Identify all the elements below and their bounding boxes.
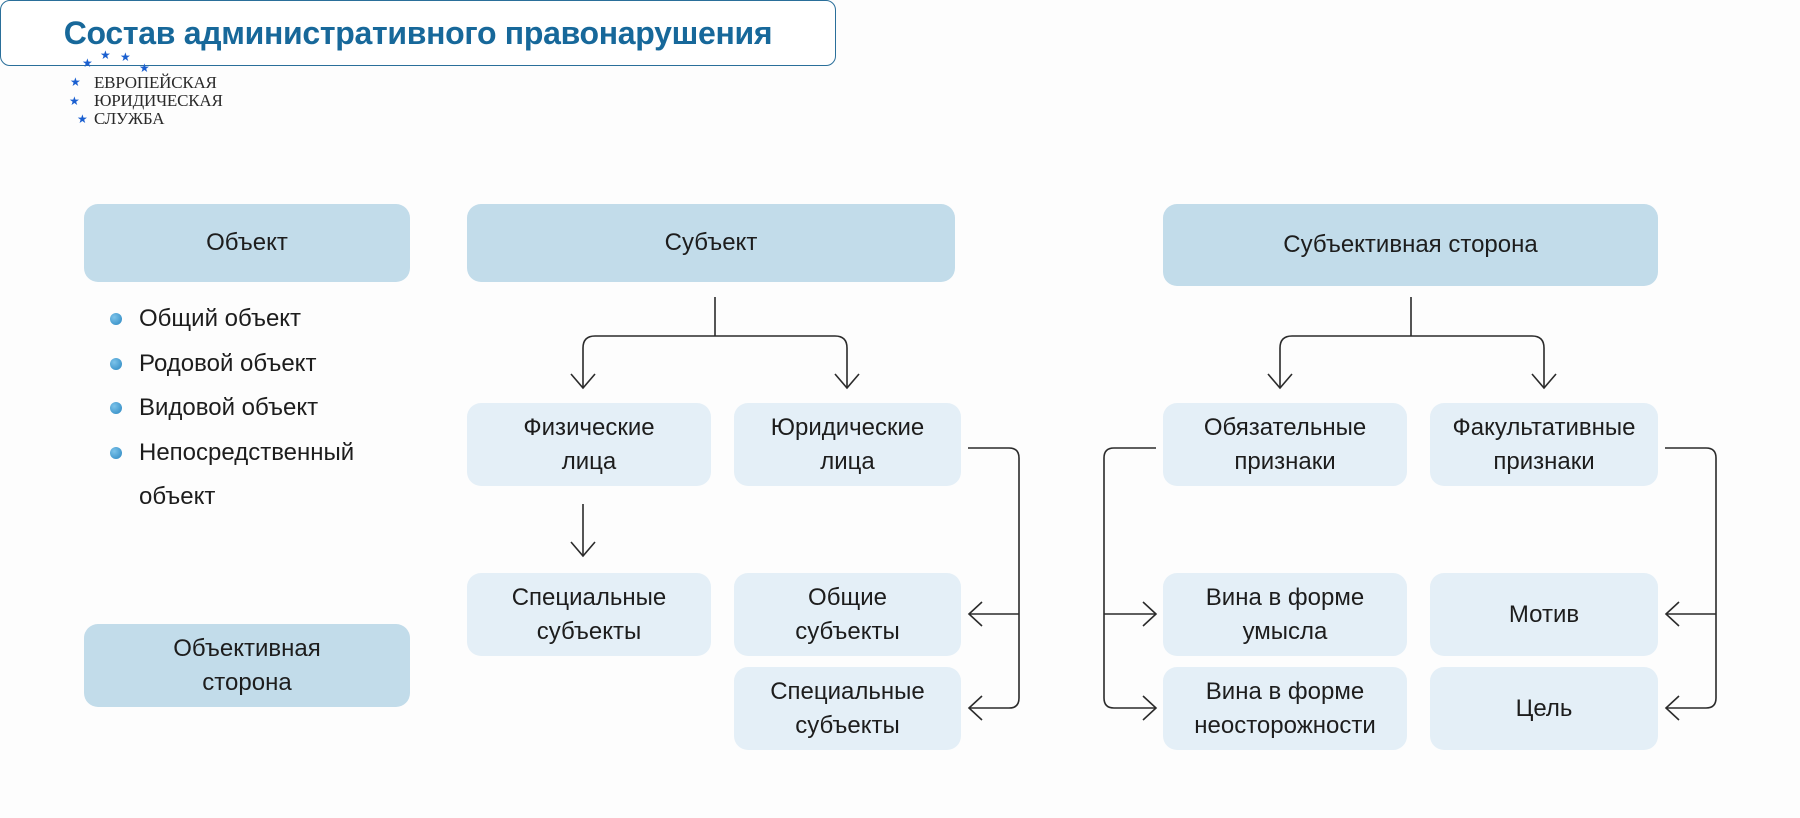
negligence-box: Вина в форме неосторожности — [1163, 667, 1407, 750]
mandatory-features-label: Обязательные признаки — [1203, 413, 1367, 475]
list-item: Общий объект — [110, 305, 301, 333]
arrowhead-icon — [967, 695, 983, 721]
arrowhead-icon — [570, 373, 596, 390]
page-title: Состав административного правонарушения — [63, 14, 773, 51]
optional-features-label: Факультативные признаки — [1452, 413, 1636, 475]
legal-entities-box: Юридические лица — [734, 403, 961, 486]
arrowhead-icon — [570, 541, 596, 558]
object-box: Объект — [84, 204, 410, 282]
special-subjects-legal-box: Специальные субъекты — [734, 667, 961, 750]
mandatory-features-box: Обязательные признаки — [1163, 403, 1407, 486]
list-item: Родовой объект — [110, 350, 316, 378]
general-subjects-label: Общие субъекты — [795, 583, 900, 645]
special-subjects-legal-label: Специальные субъекты — [770, 677, 925, 739]
logo-line: ЮРИДИЧЕСКАЯ — [94, 91, 223, 110]
star-icon: ★ — [120, 50, 131, 64]
legal-entities-label: Юридические лица — [770, 413, 925, 475]
arrowhead-icon — [1664, 601, 1680, 627]
star-icon: ★ — [139, 61, 150, 75]
logo-text: ЕВРОПЕЙСКАЯ ЮРИДИЧЕСКАЯ СЛУЖБА — [94, 74, 223, 128]
star-icon: ★ — [69, 94, 80, 108]
arrowhead-icon — [1142, 695, 1158, 721]
list-item: Видовой объект — [110, 394, 318, 422]
motive-label: Мотив — [1508, 600, 1580, 628]
individuals-label: Физические лица — [523, 413, 655, 475]
special-subjects-label: Специальные субъекты — [511, 583, 667, 645]
goal-box: Цель — [1430, 667, 1658, 750]
negligence-label: Вина в форме неосторожности — [1194, 677, 1376, 739]
object-item: Непосредственный — [139, 439, 355, 466]
arrowhead-icon — [1664, 695, 1680, 721]
list-item: Непосредственный — [110, 439, 354, 467]
title-box: Состав административного правонарушения — [0, 0, 836, 66]
subjective-side-box: Субъективная сторона — [1163, 204, 1658, 286]
connector-subject-branches — [582, 335, 848, 388]
logo-line: ЕВРОПЕЙСКАЯ — [94, 73, 217, 92]
subjective-side-label: Субъективная сторона — [1283, 231, 1538, 258]
star-icon: ★ — [77, 112, 88, 126]
intent-label: Вина в форме умысла — [1205, 583, 1365, 645]
object-label: Объект — [206, 229, 288, 256]
arrowhead-icon — [1142, 601, 1158, 627]
object-item: объект — [139, 483, 216, 510]
star-icon: ★ — [82, 56, 93, 70]
subject-label: Субъект — [664, 229, 758, 256]
individuals-box: Физические лица — [467, 403, 711, 486]
star-icon: ★ — [100, 48, 111, 62]
goal-label: Цель — [1515, 694, 1573, 722]
motive-box: Мотив — [1430, 573, 1658, 656]
bullet-icon — [110, 358, 122, 370]
objective-side-box: Объективная сторона — [84, 624, 410, 707]
objective-side-label: Объективная сторона — [173, 634, 321, 696]
connector-subjective-branches — [1279, 335, 1545, 388]
list-item-continuation: объект — [139, 483, 215, 511]
bullet-icon — [110, 402, 122, 414]
connector-legal-bracket — [968, 447, 1020, 709]
object-item: Родовой объект — [139, 350, 317, 377]
logo-line: СЛУЖБА — [94, 109, 165, 128]
subject-box: Субъект — [467, 204, 955, 282]
special-subjects-box: Специальные субъекты — [467, 573, 711, 656]
bullet-icon — [110, 447, 122, 459]
object-item: Видовой объект — [139, 394, 319, 421]
arrowhead-icon — [967, 601, 983, 627]
connector-optional-bracket — [1665, 447, 1717, 709]
connector-mandatory-bracket — [1103, 447, 1156, 709]
general-subjects-box: Общие субъекты — [734, 573, 961, 656]
star-icon: ★ — [70, 75, 81, 89]
arrowhead-icon — [834, 373, 860, 390]
arrowhead-icon — [1267, 373, 1293, 390]
object-item: Общий объект — [139, 305, 302, 332]
optional-features-box: Факультативные признаки — [1430, 403, 1658, 486]
bullet-icon — [110, 313, 122, 325]
arrowhead-icon — [1531, 373, 1557, 390]
intent-box: Вина в форме умысла — [1163, 573, 1407, 656]
